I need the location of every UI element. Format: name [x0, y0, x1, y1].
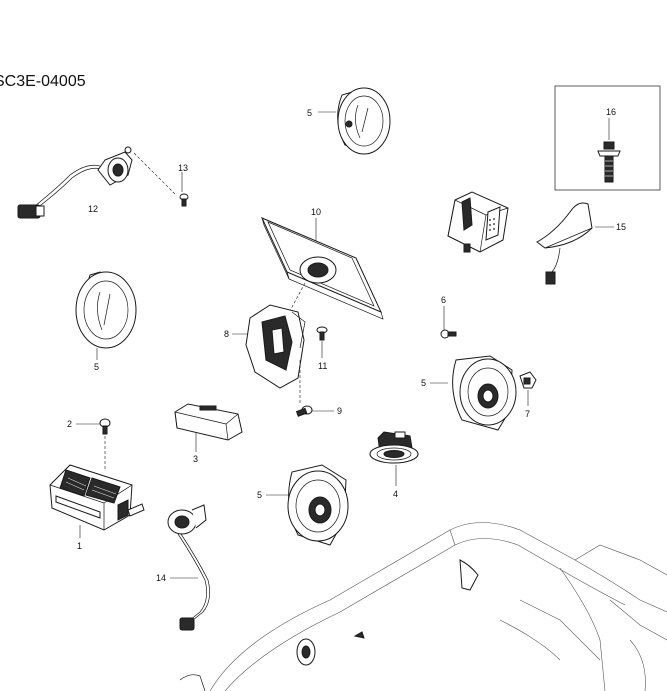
callout-1: 1 — [77, 541, 82, 551]
callout-6: 6 — [441, 295, 446, 305]
callout-7: 7 — [525, 409, 530, 419]
callout-13: 13 — [178, 163, 188, 173]
screw-11 — [316, 326, 328, 358]
bolt-2 — [76, 418, 111, 470]
callout-14: 14 — [156, 573, 166, 583]
bracket-8 — [232, 304, 306, 405]
speaker-5-top — [318, 87, 391, 155]
callout-5-left: 5 — [94, 362, 99, 372]
speaker-grille-4 — [369, 431, 419, 486]
tweeter-harness-14 — [167, 504, 210, 631]
callout-5-top: 5 — [307, 108, 312, 118]
callout-11: 11 — [318, 361, 327, 371]
shark-fin-antenna-15 — [536, 202, 614, 285]
callout-12: 12 — [88, 204, 98, 214]
control-module — [447, 191, 509, 253]
screw-6 — [440, 306, 457, 339]
connector-7 — [519, 371, 537, 406]
screw-13 — [179, 172, 189, 207]
callout-3: 3 — [193, 454, 198, 464]
speaker-5-left — [75, 271, 137, 360]
display-10 — [261, 217, 384, 321]
speaker-5-bottom — [266, 464, 349, 546]
module-3 — [174, 403, 243, 452]
callout-16: 16 — [606, 107, 616, 117]
callout-2: 2 — [67, 419, 72, 429]
callout-5-bottom: 5 — [257, 490, 262, 500]
screw-9 — [295, 405, 334, 417]
inset-box-stud — [554, 85, 661, 191]
callout-5-right: 5 — [421, 378, 426, 388]
callout-4: 4 — [393, 489, 398, 499]
callout-15: 15 — [616, 222, 626, 232]
tweeter-harness-12 — [17, 146, 177, 219]
callout-9: 9 — [337, 406, 342, 416]
amplifier-1 — [49, 464, 145, 538]
callout-10: 10 — [311, 207, 321, 217]
speaker-5-right — [430, 355, 517, 431]
vehicle-outline — [179, 522, 667, 691]
stud-16 — [597, 141, 621, 183]
diagram-code: SC3E-04005 — [0, 73, 86, 90]
inset-frame — [554, 85, 661, 191]
callout-8: 8 — [224, 329, 229, 339]
